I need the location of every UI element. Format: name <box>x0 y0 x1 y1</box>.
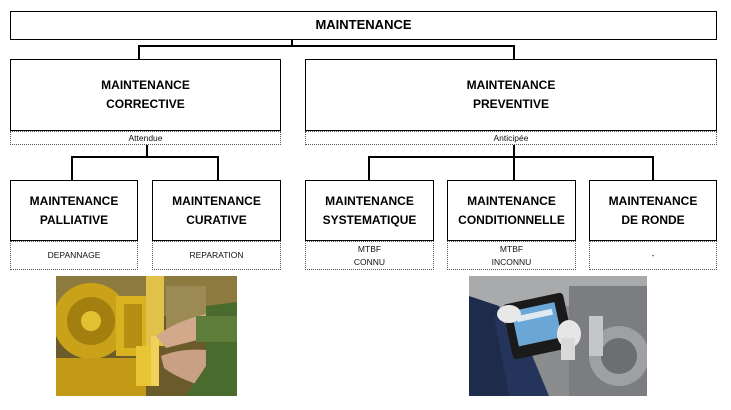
ronde-subtitle-text: - <box>651 250 655 261</box>
curative-subtitle: REPARATION <box>152 241 281 270</box>
systematique-subtitle: MTBF CONNU <box>305 241 434 270</box>
palliative-subtitle: DEPANNAGE <box>10 241 138 270</box>
preventive-subtitle-text: Anticipée <box>493 132 529 143</box>
systematique-box: MAINTENANCE SYSTEMATIQUE <box>305 180 434 241</box>
connector-preventive-bar <box>368 156 654 158</box>
connector-ronde-drop <box>652 156 654 180</box>
connector-corrective-bar <box>71 156 219 158</box>
conditionnelle-box: MAINTENANCE CONDITIONNELLE <box>447 180 576 241</box>
palliative-label: MAINTENANCE PALLIATIVE <box>29 193 119 227</box>
maintenance-root-label: MAINTENANCE <box>315 17 412 33</box>
technician-tablet-photo <box>469 276 647 396</box>
conditionnelle-subtitle: MTBF INCONNU <box>447 241 576 270</box>
preventive-box: MAINTENANCE PREVENTIVE <box>305 59 717 131</box>
ronde-label: MAINTENANCE DE RONDE <box>608 193 698 227</box>
connector-preventive-stem <box>513 145 515 157</box>
systematique-subtitle-text: MTBF CONNU <box>353 244 386 267</box>
palliative-box: MAINTENANCE PALLIATIVE <box>10 180 138 241</box>
corrective-subtitle: Attendue <box>10 131 281 145</box>
ronde-subtitle: - <box>589 241 717 270</box>
connector-root-bar <box>138 45 515 47</box>
connector-systematique-drop <box>368 156 370 180</box>
connector-root-right-drop <box>513 45 515 59</box>
connector-root-left-drop <box>138 45 140 59</box>
corrective-box: MAINTENANCE CORRECTIVE <box>10 59 281 131</box>
preventive-subtitle: Anticipée <box>305 131 717 145</box>
connector-curative-drop <box>217 156 219 180</box>
curative-subtitle-text: REPARATION <box>189 250 244 261</box>
curative-label: MAINTENANCE CURATIVE <box>172 193 261 227</box>
corrective-label: MAINTENANCE CORRECTIVE <box>101 77 190 111</box>
palliative-subtitle-text: DEPANNAGE <box>47 250 101 261</box>
ronde-box: MAINTENANCE DE RONDE <box>589 180 717 241</box>
preventive-label: MAINTENANCE PREVENTIVE <box>466 77 556 111</box>
connector-corrective-stem <box>146 145 148 157</box>
connector-conditionnelle-drop <box>513 156 515 180</box>
connector-root-stem <box>291 40 293 46</box>
conditionnelle-subtitle-text: MTBF INCONNU <box>491 244 532 267</box>
mechanic-repair-photo <box>56 276 237 396</box>
corrective-subtitle-text: Attendue <box>128 132 163 143</box>
conditionnelle-label: MAINTENANCE CONDITIONNELLE <box>458 193 565 227</box>
systematique-label: MAINTENANCE SYSTEMATIQUE <box>322 193 417 227</box>
curative-box: MAINTENANCE CURATIVE <box>152 180 281 241</box>
connector-palliative-drop <box>71 156 73 180</box>
maintenance-root-box: MAINTENANCE <box>10 11 717 40</box>
